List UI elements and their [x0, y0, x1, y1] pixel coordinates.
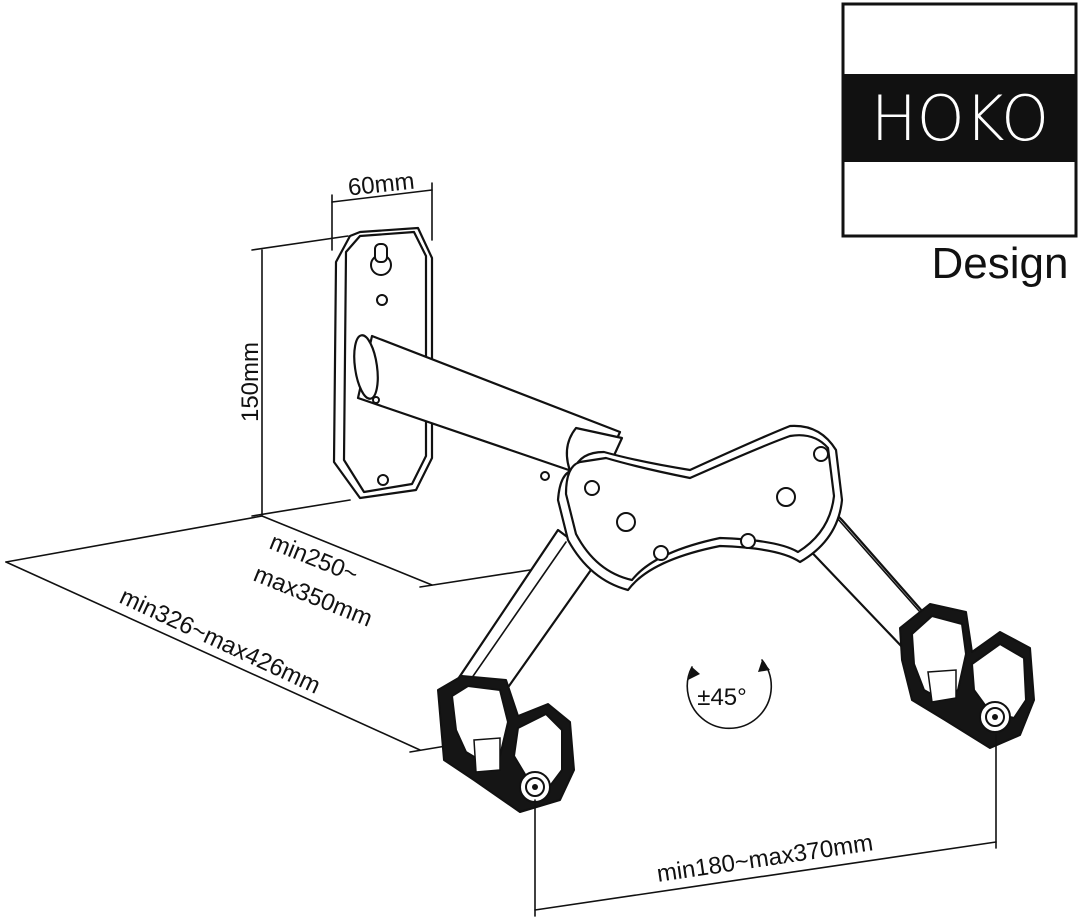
- plate-height-label: 150mm: [237, 342, 264, 422]
- left-hook: [437, 675, 575, 813]
- rotation-arrow-right-icon: [758, 660, 770, 672]
- rotation-label: ±45°: [697, 684, 746, 711]
- center-bracket: [556, 424, 844, 592]
- plate-height-dimension: 150mm: [237, 235, 351, 517]
- rotation-indicator: ±45°: [686, 659, 773, 730]
- hoko-logo: HOKO Design: [841, 2, 1078, 288]
- hook-spacing-label: min180~max370mm: [655, 829, 875, 888]
- hook-spacing-dimension: min180~max370mm: [534, 734, 997, 917]
- right-hook: [899, 603, 1035, 749]
- logo-brand: HOKO: [871, 82, 1049, 155]
- plate-width-label: 60mm: [347, 168, 416, 202]
- logo-tagline: Design: [932, 239, 1069, 288]
- rotation-arrow-left-icon: [688, 667, 700, 680]
